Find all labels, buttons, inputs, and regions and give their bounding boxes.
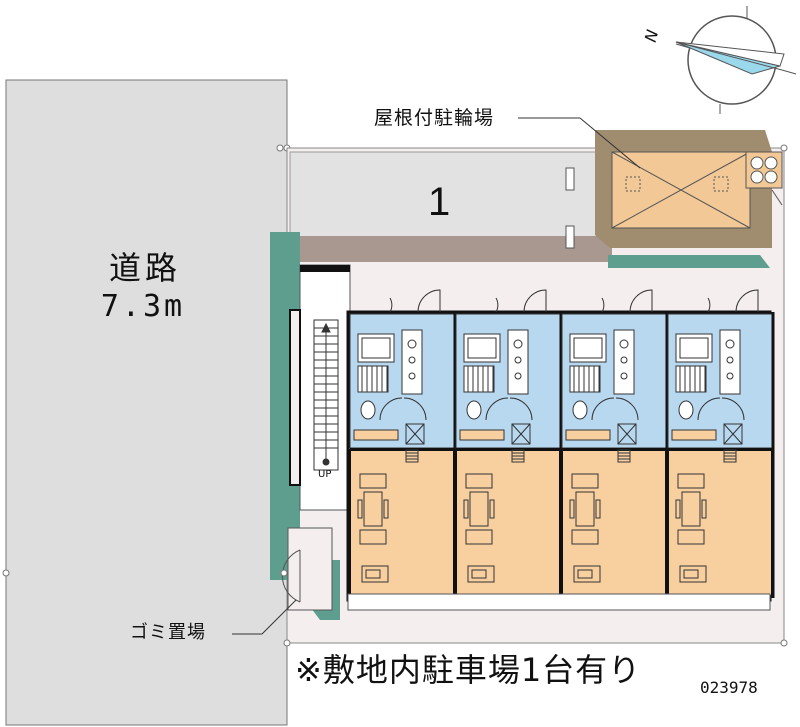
apartment-unit — [561, 289, 669, 610]
apartment-unit — [349, 289, 457, 610]
meter-box — [745, 151, 783, 189]
building-shadow — [270, 232, 340, 620]
road-width-label: 7.3m — [100, 289, 186, 324]
parking-lot-number: 1 — [428, 180, 451, 224]
road — [5, 79, 288, 726]
apartment-unit — [667, 289, 775, 610]
compass — [675, 6, 797, 114]
property-code: 023978 — [700, 678, 758, 697]
apartment-unit — [455, 289, 563, 610]
garbage-area-label: ゴミ置場 — [130, 622, 206, 643]
stair-up-label: UP — [318, 469, 332, 480]
bike-parking-label: 屋根付駐輪場 — [374, 107, 495, 129]
parking-note: ※敷地内駐車場1台有り — [295, 651, 642, 689]
garbage-area — [287, 527, 333, 611]
stair-treads — [313, 319, 339, 471]
parking-shadow — [287, 236, 612, 270]
road-name-label: 道路 — [108, 249, 181, 287]
